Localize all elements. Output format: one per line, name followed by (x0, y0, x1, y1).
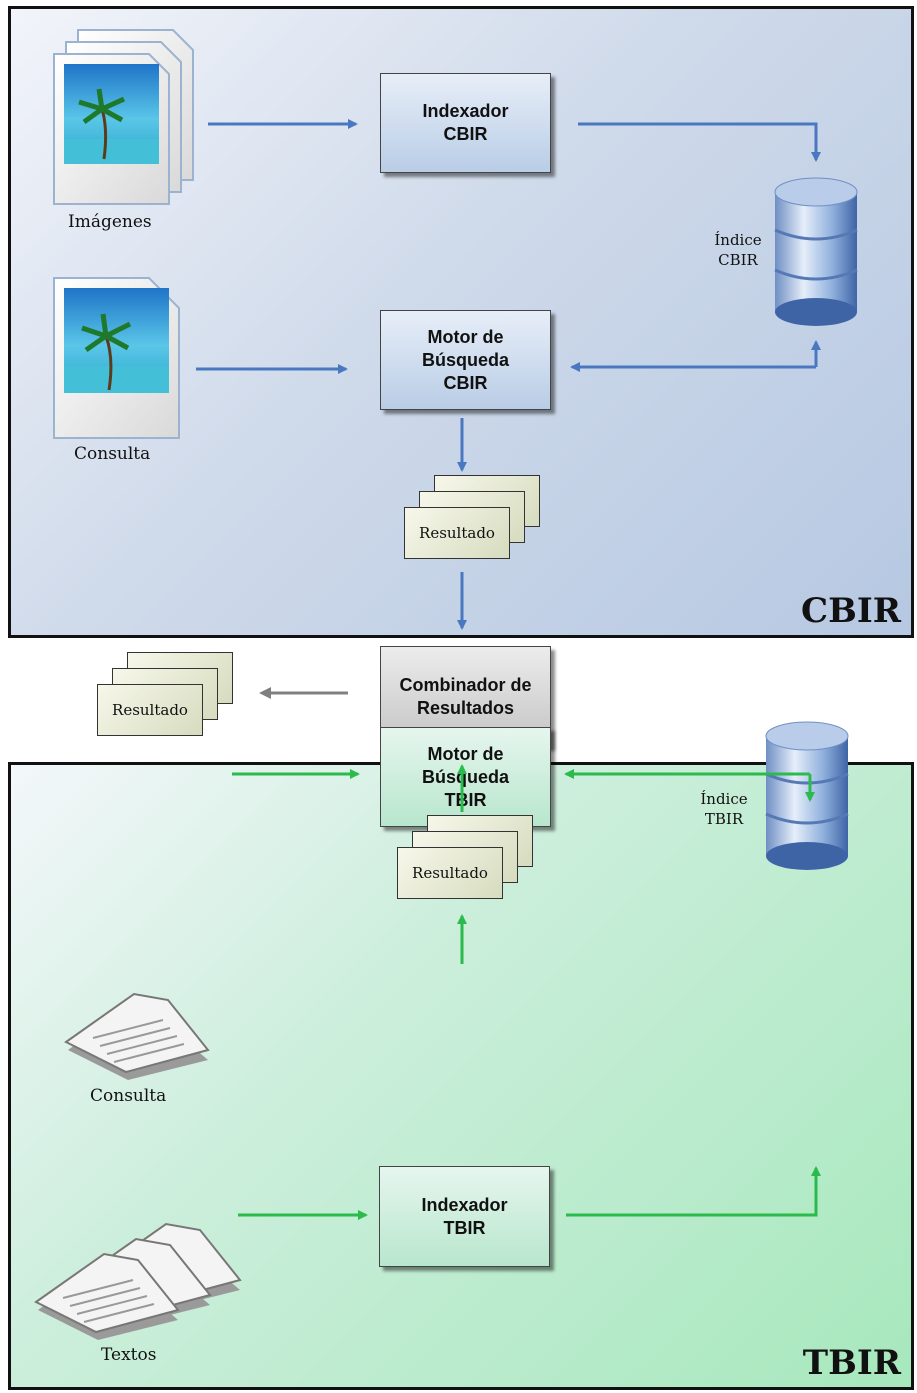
tbir-panel-label: TBIR (802, 1343, 901, 1383)
final-result-stack: Resultado (97, 652, 237, 747)
combiner-label: Combinador de Resultados (399, 674, 532, 718)
tbir-engine-box: Motor de Búsqueda TBIR (380, 727, 551, 827)
cbir-index-label: Índice CBIR (714, 231, 762, 269)
cbir-panel-label: CBIR (801, 591, 901, 631)
images-stack-icon (53, 29, 194, 205)
image-query-icon (53, 277, 180, 439)
texts-stack-icon (34, 1222, 242, 1340)
cbir-engine-box: Motor de Búsqueda CBIR (380, 310, 551, 410)
cbir-query-caption: Consulta (74, 444, 151, 464)
cbir-result-stack: Resultado (404, 475, 544, 570)
tbir-database-icon (765, 721, 849, 870)
texts-caption: Textos (101, 1345, 157, 1365)
tbir-indexer-label: Indexador TBIR (421, 1194, 508, 1238)
tbir-indexer-box-main: Indexador TBIR (379, 1166, 550, 1267)
cbir-result-label: Resultado (419, 524, 495, 542)
images-caption: Imágenes (68, 212, 152, 232)
tbir-query-caption: Consulta (90, 1086, 167, 1106)
tbir-result-stack: Resultado (397, 815, 537, 910)
tbir-arrows (232, 764, 821, 1220)
tbir-engine-label: Motor de Búsqueda TBIR (421, 743, 509, 810)
cbir-arrows (196, 119, 821, 630)
cbir-indexer-label: Indexador CBIR (422, 101, 509, 144)
final-result-label: Resultado (112, 701, 188, 719)
cbir-engine-label: Motor de Búsqueda CBIR (421, 326, 509, 393)
tbir-index-label: Índice TBIR (700, 790, 748, 828)
cbir-indexer-box: Indexador CBIR (380, 73, 551, 173)
tbir-result-label: Resultado (412, 864, 488, 882)
cbir-database-icon (774, 177, 858, 326)
text-query-icon (64, 992, 210, 1080)
